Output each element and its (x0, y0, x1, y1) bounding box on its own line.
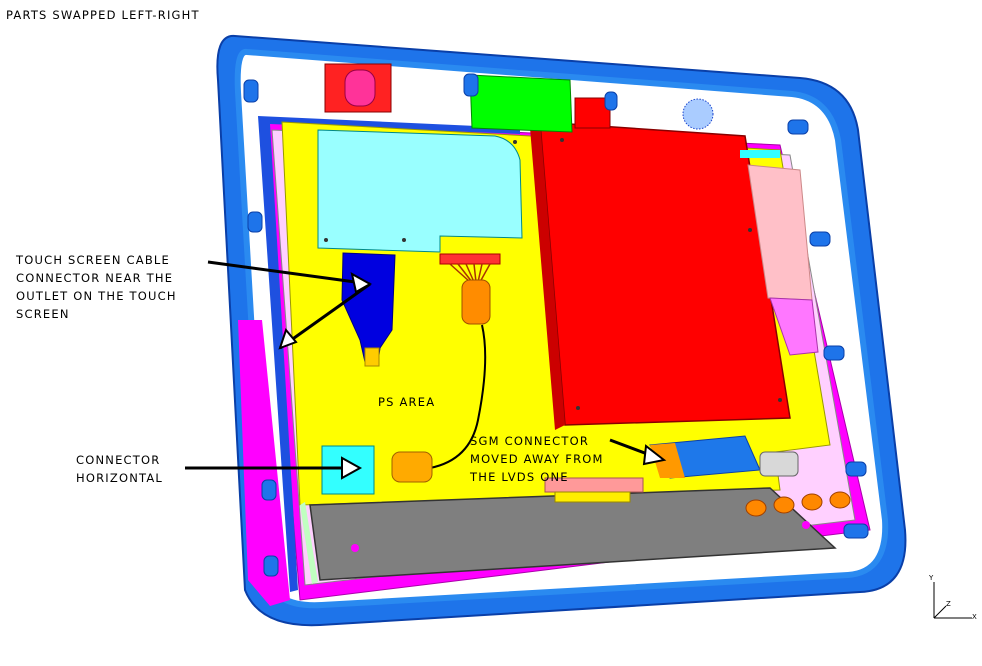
screw (513, 140, 517, 144)
annotation-ps-area: PS AREA (378, 395, 436, 409)
screw (560, 138, 564, 142)
marker-dot (351, 544, 359, 552)
d-sub-connector (759, 451, 799, 477)
screw (576, 406, 580, 410)
pink-button (344, 69, 376, 107)
marker-dot (802, 521, 810, 529)
axis-triad (933, 582, 972, 619)
annotation-connector-horizontal: CONNECTOR HORIZONTAL (76, 453, 164, 485)
magenta-left-band (238, 320, 290, 606)
speaker-grille (682, 98, 714, 130)
axis-x-label: X (972, 613, 977, 621)
screw (778, 398, 782, 402)
orange-cylinder (461, 279, 491, 325)
cyan-controller (317, 129, 523, 253)
pink-module-bracket (769, 297, 819, 356)
cable-bundle (449, 263, 491, 283)
diagram-title: PARTS SWAPPED LEFT-RIGHT (6, 8, 200, 22)
red-board (539, 121, 791, 426)
screw (748, 228, 752, 232)
red-board-shadow (530, 122, 565, 430)
ribbon-connector (364, 347, 380, 367)
sgm-orange (650, 443, 685, 478)
orange-plug (391, 451, 433, 483)
screw (324, 238, 328, 242)
axis-z-label: Z (946, 600, 951, 608)
green-module (469, 74, 573, 133)
axis-y-label: Y (929, 574, 934, 582)
bnc-connectors (745, 491, 851, 517)
display-bezel (300, 502, 318, 584)
annotation-sgm-connector: SGM CONNECTOR MOVED AWAY FROM THE LVDS O… (470, 434, 604, 484)
arrow-heads (278, 272, 667, 480)
screw (402, 238, 406, 242)
red-tab (574, 97, 611, 129)
red-header (439, 253, 501, 265)
annotation-touch-screen: TOUCH SCREEN CABLE CONNECTOR NEAR THE OU… (16, 253, 177, 321)
coax-cable (429, 324, 487, 469)
cyan-strip (740, 150, 780, 158)
standoffs (243, 73, 869, 577)
yellow-pad (554, 491, 631, 503)
